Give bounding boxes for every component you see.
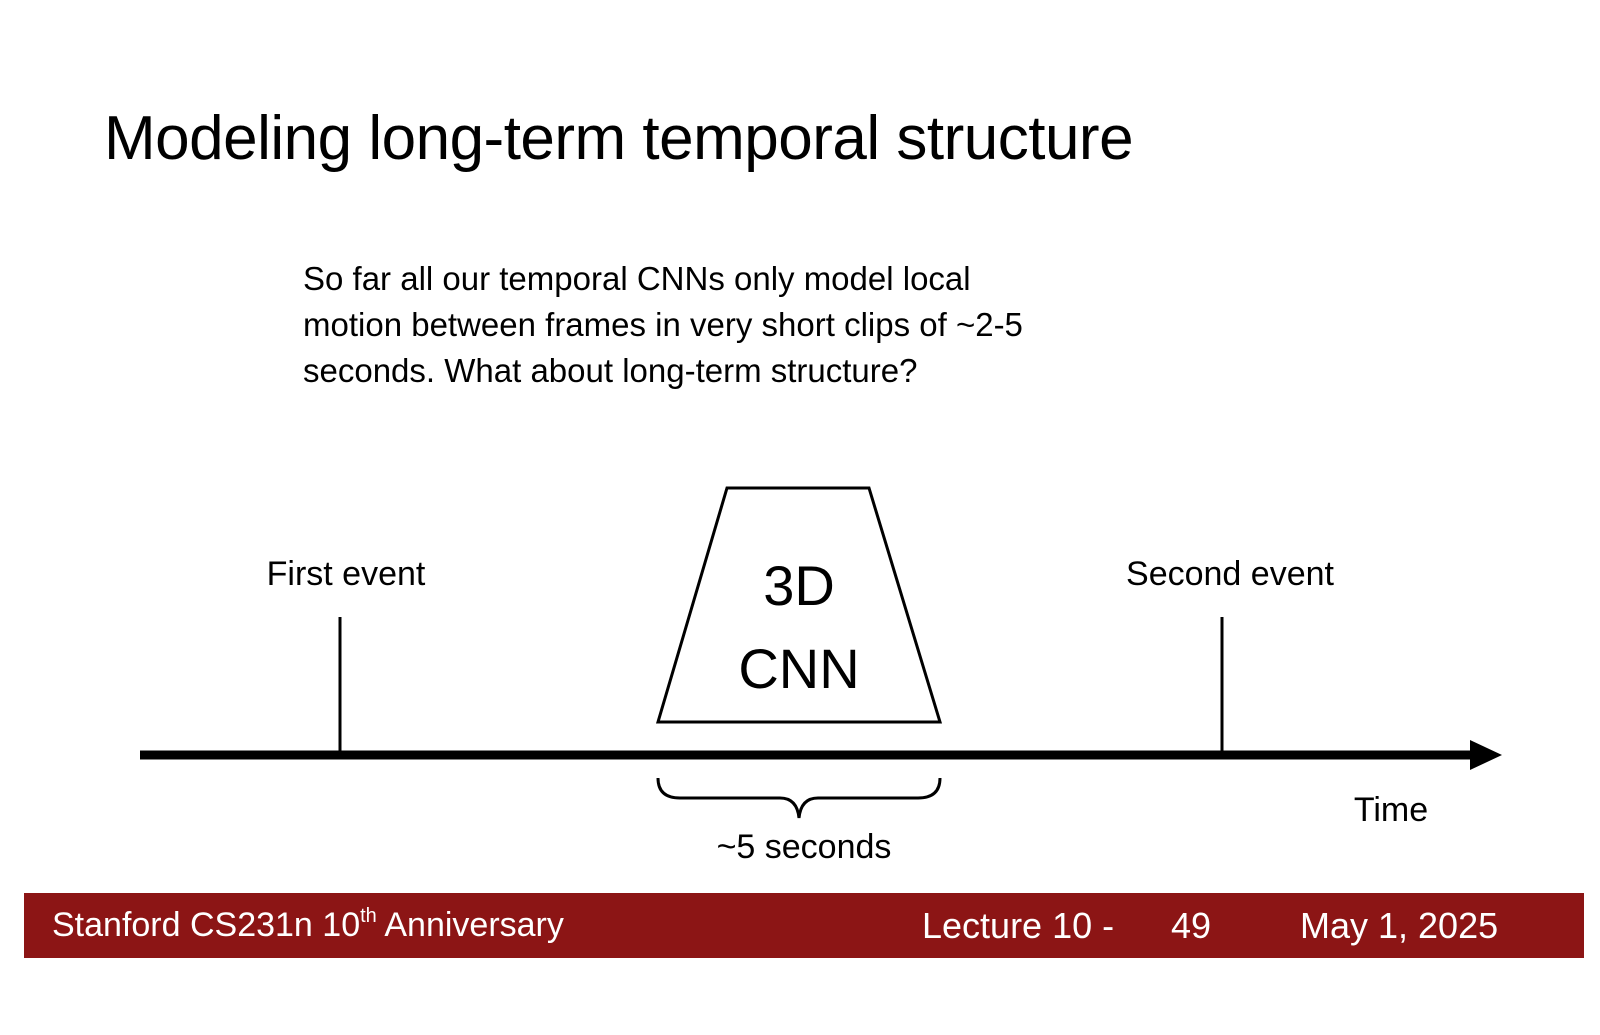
first-event-label: First event — [267, 555, 426, 593]
footer-lecture: Lecture 10 - — [922, 905, 1115, 946]
time-axis-label: Time — [1354, 791, 1428, 829]
time-axis-arrowhead — [1470, 740, 1502, 770]
duration-brace — [656, 777, 942, 819]
cnn-label-line2: CNN — [738, 637, 859, 700]
cnn-label-line1: 3D — [763, 554, 835, 617]
footer-page-number: 49 — [1171, 905, 1212, 946]
footer-course-prefix: Stanford CS231n 10 — [52, 906, 361, 944]
cnn-trapezoid — [655, 486, 943, 724]
body-line-3: seconds. What about long-term structure? — [303, 352, 918, 389]
body-line-2: motion between frames in very short clip… — [303, 306, 1023, 343]
body-line-1: So far all our temporal CNNs only model … — [303, 260, 971, 297]
footer-course-suffix: Anniversary — [376, 906, 564, 944]
slide-body-text: So far all our temporal CNNs only model … — [303, 256, 1123, 394]
slide-footer: Stanford CS231n 10th Anniversary Lecture… — [24, 893, 1584, 958]
second-event-label: Second event — [1126, 555, 1334, 593]
duration-label: ~5 seconds — [717, 828, 892, 866]
slide-title: Modeling long-term temporal structure — [104, 104, 1134, 173]
footer-course-name: Stanford CS231n 10th Anniversary — [52, 905, 564, 944]
footer-course-superscript: th — [360, 905, 377, 927]
footer-date: May 1, 2025 — [1300, 905, 1499, 946]
